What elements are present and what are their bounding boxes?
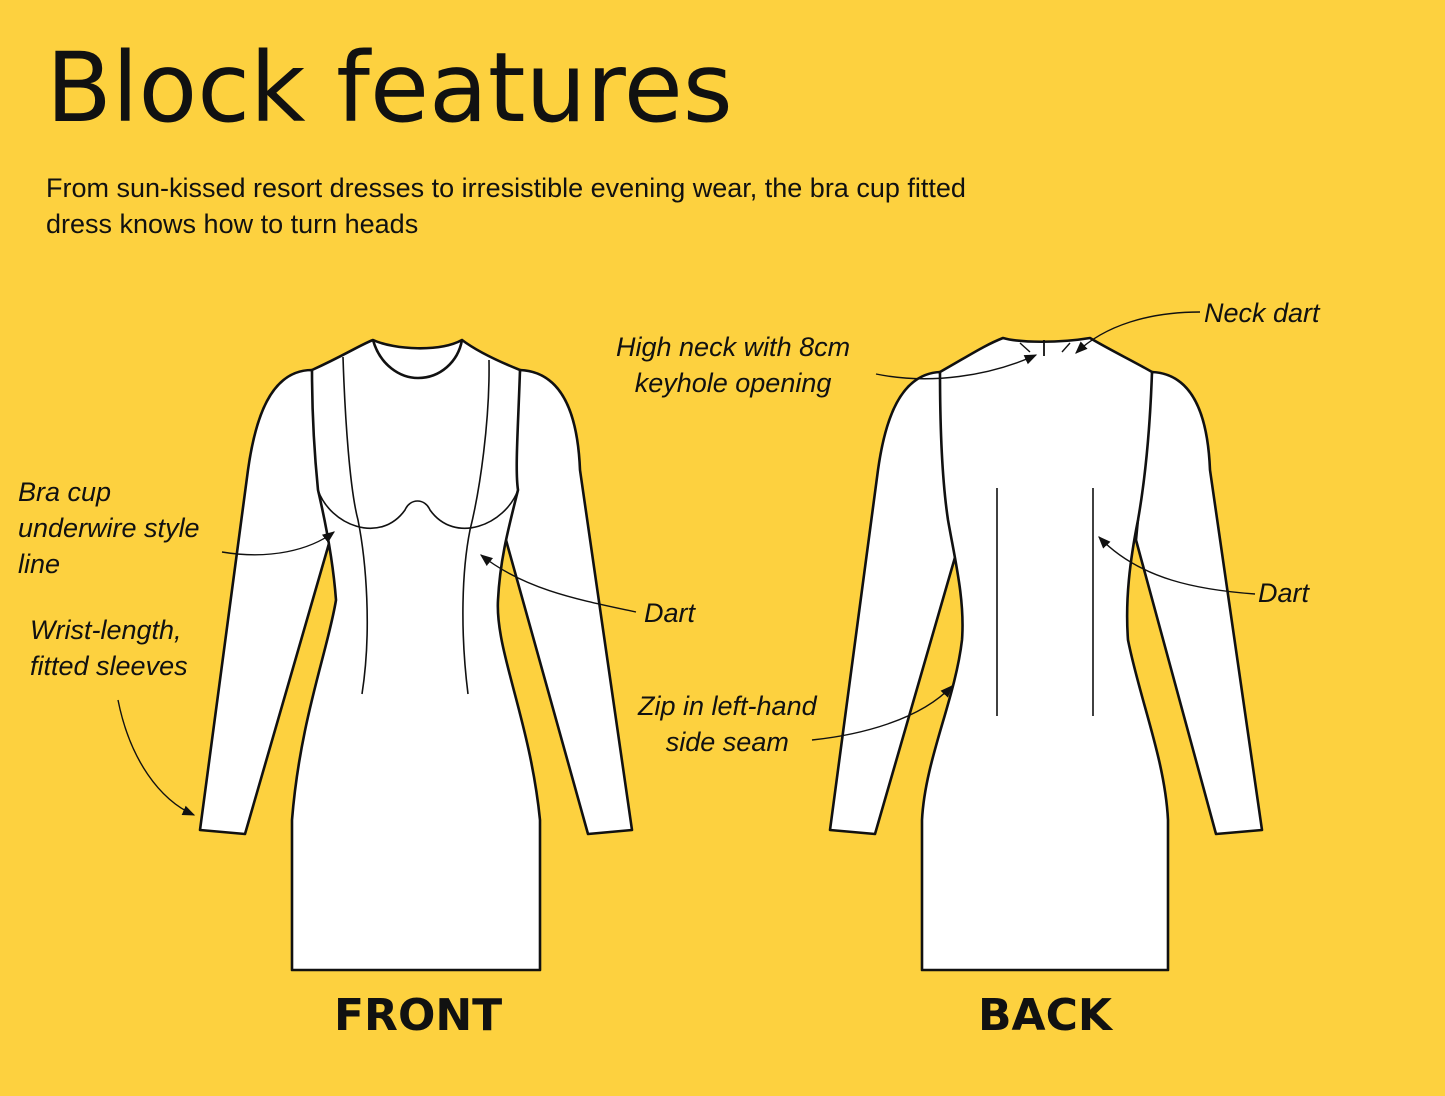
page-title: Block features: [46, 32, 733, 144]
arrow-back-dart: [1098, 536, 1256, 595]
callout-front-dart: Dart: [644, 598, 696, 628]
arrow-high-neck: [875, 354, 1038, 380]
front-princess-seam-left: [342, 356, 369, 695]
callout-high-neck: High neck with 8cm keyhole opening: [616, 332, 851, 398]
front-princess-seam-right: [462, 359, 490, 695]
front-neckline: [371, 339, 464, 380]
back-left-sleeve: [828, 370, 962, 836]
callout-back-dart: Dart: [1258, 578, 1310, 608]
front-view-label: FRONT: [334, 990, 503, 1041]
back-dress-drawing: [828, 336, 1264, 972]
back-view-label: BACK: [978, 990, 1112, 1041]
arrow-zip: [811, 685, 953, 741]
arrow-neck-dart: [1075, 311, 1201, 354]
neck-dart-right: [1061, 342, 1071, 353]
front-bodice: [290, 338, 542, 972]
arrow-front-dart: [480, 554, 637, 613]
neck-dart-left: [1019, 342, 1031, 353]
callout-bra-cup: Bra cup underwire style line: [18, 477, 200, 579]
callout-zip: Zip in left-hand side seam: [638, 691, 817, 757]
arrow-bra-cup: [221, 531, 336, 556]
arrow-sleeves: [117, 699, 196, 816]
underwire-line: [317, 489, 519, 529]
callout-neck-dart: Neck dart: [1204, 298, 1320, 328]
callout-sleeves: Wrist-length, fitted sleeves: [30, 615, 188, 681]
back-right-sleeve: [1134, 370, 1264, 836]
callout-arrows: [117, 311, 1256, 816]
front-left-sleeve: [198, 368, 332, 836]
page-subtitle: From sun-kissed resort dresses to irresi…: [46, 173, 966, 239]
front-dress-drawing: [198, 338, 634, 972]
back-bodice: [920, 336, 1170, 972]
front-right-sleeve: [504, 368, 634, 836]
